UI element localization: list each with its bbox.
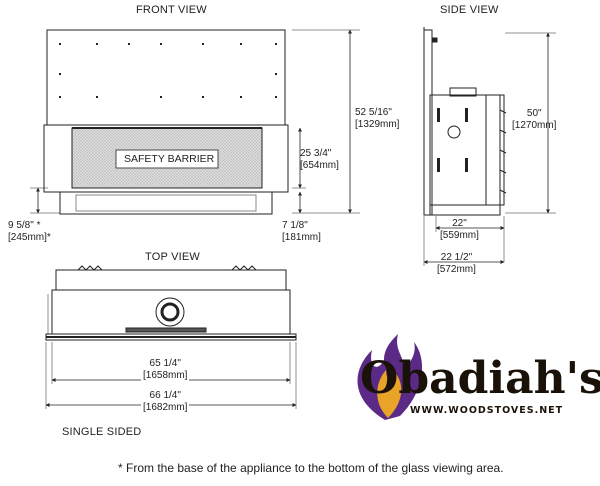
logo-flame-graphic — [357, 334, 423, 420]
width-inner-dim: 65 1/4" [1658mm] — [141, 358, 190, 382]
top-view-title: TOP VIEW — [145, 251, 200, 263]
safety-barrier-label: SAFETY BARRIER — [124, 153, 215, 165]
front-view-drawing — [43, 29, 289, 215]
obadiahs-logo[interactable]: Obadiah's WWW.WOODSTOVES.NET — [344, 343, 600, 433]
overall-height-dim: 52 5/16" [1329mm] — [355, 107, 399, 131]
top-rear-panel — [55, 269, 287, 291]
top-view-drawing — [45, 265, 297, 341]
single-sided-label: SINGLE SIDED — [62, 426, 142, 438]
overall-height-mm: [1329mm] — [355, 119, 400, 130]
width-outer-dim: 66 1/4" [1682mm] — [141, 390, 190, 414]
top-flue-outer — [155, 297, 185, 327]
side-height-mm: [1270mm] — [512, 120, 557, 131]
front-dimension-lines — [30, 29, 360, 214]
side-view-drawing — [423, 27, 507, 216]
side-height-in: 50" — [526, 108, 542, 119]
depth-total-dim: 22 1/2" [572mm] — [437, 252, 476, 276]
front-screw-dots — [59, 43, 277, 98]
front-upper-panel — [46, 29, 286, 126]
front-view-title: FRONT VIEW — [136, 4, 207, 16]
top-body — [51, 289, 291, 335]
side-flue-circle — [447, 125, 461, 139]
width-outer-mm: [1682mm] — [143, 402, 188, 413]
glass-base-dim: 9 5/8" * [245mm]* — [8, 220, 51, 244]
safety-barrier-label-box — [115, 149, 219, 169]
base-height-in: 7 1/8" — [282, 220, 308, 231]
side-view-title: SIDE VIEW — [440, 4, 499, 16]
base-height-dim: 7 1/8" [181mm] — [282, 220, 321, 244]
glass-base-mm: [245mm]* — [8, 232, 51, 243]
glass-height-dim: 25 3/4" [654mm] — [300, 148, 339, 172]
width-inner-mm: [1658mm] — [143, 370, 188, 381]
logo-name: Obadiah's — [360, 353, 600, 404]
depth-total-mm: [572mm] — [437, 264, 476, 275]
width-inner-in: 65 1/4" — [149, 358, 181, 369]
front-base — [59, 191, 273, 215]
glass-height-in: 25 3/4" — [300, 148, 332, 159]
depth-total-in: 22 1/2" — [440, 252, 473, 263]
side-body — [429, 94, 501, 216]
side-dimension-lines — [423, 32, 556, 266]
glass-base-in: 9 5/8" * — [8, 220, 41, 231]
depth-mm: [559mm] — [440, 230, 479, 241]
footnote: * From the base of the appliance to the … — [118, 461, 504, 475]
depth-dim: 22" [559mm] — [440, 218, 479, 242]
base-height-mm: [181mm] — [282, 232, 321, 243]
logo-url: WWW.WOODSTOVES.NET — [410, 405, 564, 416]
overall-height-in: 52 5/16" — [355, 107, 392, 118]
depth-in: 22" — [452, 218, 467, 229]
top-flue-inner — [160, 302, 180, 322]
width-outer-in: 66 1/4" — [149, 390, 181, 401]
glass-height-mm: [654mm] — [300, 160, 339, 171]
side-height-dim: 50" [1270mm] — [512, 108, 556, 132]
